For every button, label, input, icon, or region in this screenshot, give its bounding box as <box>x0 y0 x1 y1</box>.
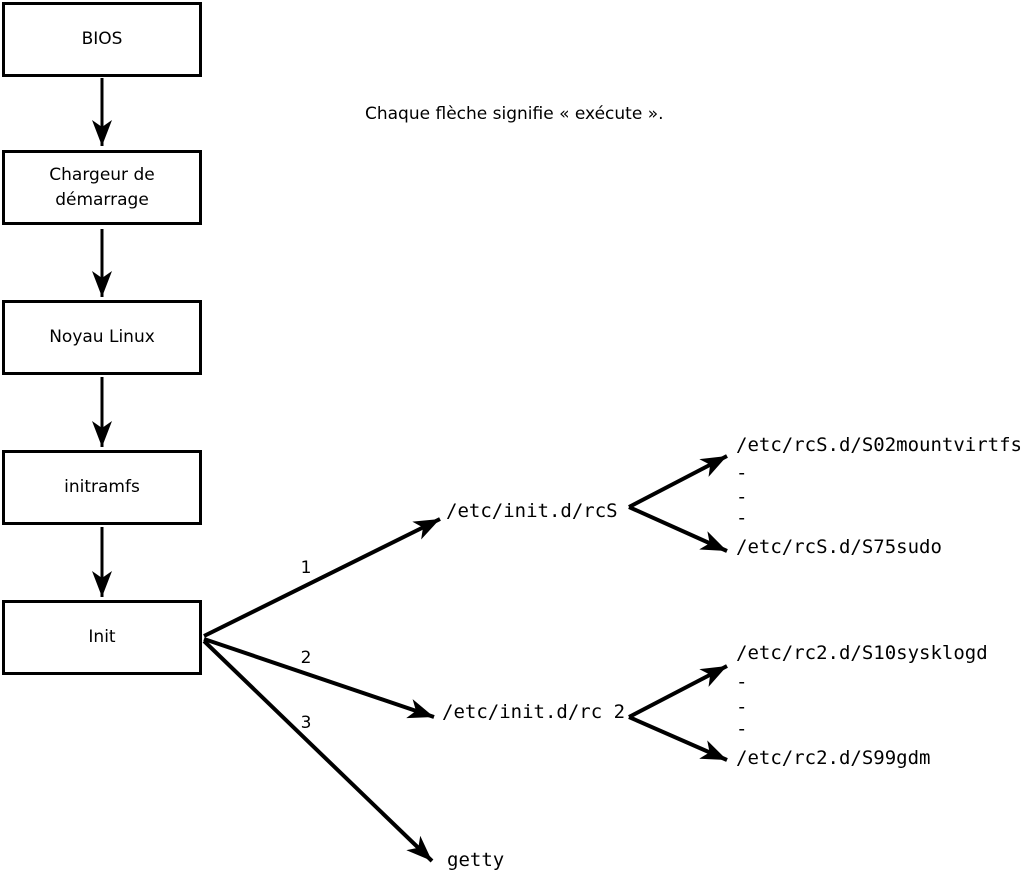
label-getty: getty <box>447 849 505 871</box>
box-bootloader: Chargeur de démarrage <box>2 150 202 225</box>
ellipsis-dash: - <box>736 486 748 508</box>
arrow-rc2-to-last-script <box>628 715 728 762</box>
ellipsis-dash: - <box>736 462 748 484</box>
box-init: Init <box>2 600 202 675</box>
label-rc2-first-script: /etc/rc2.d/S10sysklogd <box>736 642 988 664</box>
ellipsis-dash: - <box>736 718 748 740</box>
arrow-label-3: 3 <box>300 713 312 733</box>
label-rc2-last-script: /etc/rc2.d/S99gdm <box>736 747 931 769</box>
label-init-d-rc2: /etc/init.d/rc 2 <box>442 701 626 723</box>
arrow-rcS-to-first-script <box>628 454 728 509</box>
ellipsis-dash: - <box>736 696 748 718</box>
arrow-label-2: 2 <box>300 648 312 668</box>
label-rcS-first-script: /etc/rcS.d/S02mountvirtfs <box>736 434 1022 456</box>
box-kernel: Noyau Linux <box>2 300 202 375</box>
arrow-rc2-to-first-script <box>628 664 728 719</box>
label-rcS-last-script: /etc/rcS.d/S75sudo <box>736 536 942 558</box>
arrow-rcS-to-last-script <box>628 505 728 553</box>
box-bios: BIOS <box>2 2 202 77</box>
label-init-d-rcS: /etc/init.d/rcS <box>446 500 618 522</box>
legend-note: Chaque flèche signifie « exécute ». <box>365 104 664 124</box>
arrow-init-to-getty <box>202 639 434 863</box>
box-initramfs: initramfs <box>2 450 202 525</box>
arrow-init-to-rcS <box>203 517 441 638</box>
ellipsis-dash: - <box>736 671 748 693</box>
arrow-label-1: 1 <box>300 558 312 578</box>
ellipsis-dash: - <box>736 507 748 529</box>
arrow-init-to-rc2 <box>203 637 435 719</box>
